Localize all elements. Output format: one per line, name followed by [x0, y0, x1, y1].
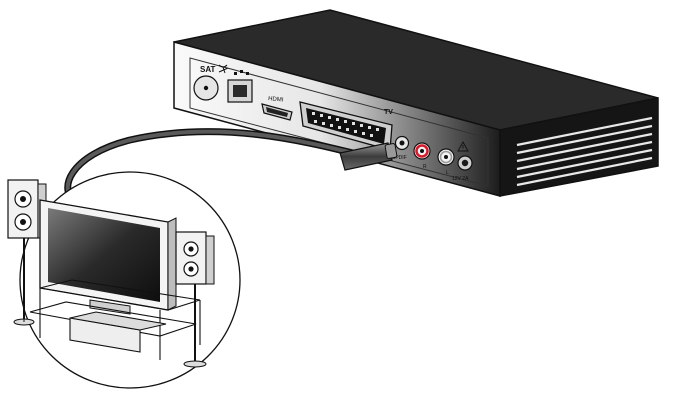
hdmi-port: HDMI: [261, 96, 293, 121]
warning-icon: [457, 141, 469, 152]
home-theatre-inset: [7, 171, 241, 389]
spdif-label: SPDIF: [392, 155, 407, 161]
power-label: 12V 2A: [452, 176, 469, 182]
ethernet-port: [227, 70, 253, 103]
spdif-port: SPDIF: [392, 135, 410, 161]
speaker-right-icon: [175, 231, 215, 368]
av-receiver-icon: [69, 311, 167, 353]
satellite-dish-icon: [218, 64, 229, 74]
hdmi-label: HDMI: [268, 96, 284, 104]
set-top-box: SAT HDMI TV: [173, 9, 659, 197]
ethernet-icon: [234, 70, 249, 75]
audio-r-label: R: [423, 164, 427, 170]
audio-l-port: L: [437, 148, 455, 176]
power-port: 12V 2A: [452, 141, 473, 182]
plug-box-end: [339, 142, 398, 171]
hdmi-port-icon: [261, 103, 293, 121]
audio-l-label: L: [446, 170, 449, 176]
sat-label: SAT: [200, 65, 216, 74]
tv-label: TV: [384, 109, 393, 116]
sat-port: SAT: [193, 64, 229, 101]
audio-r-port: R: [413, 142, 431, 170]
port-panel: [189, 57, 489, 187]
box-vents: [516, 116, 653, 187]
